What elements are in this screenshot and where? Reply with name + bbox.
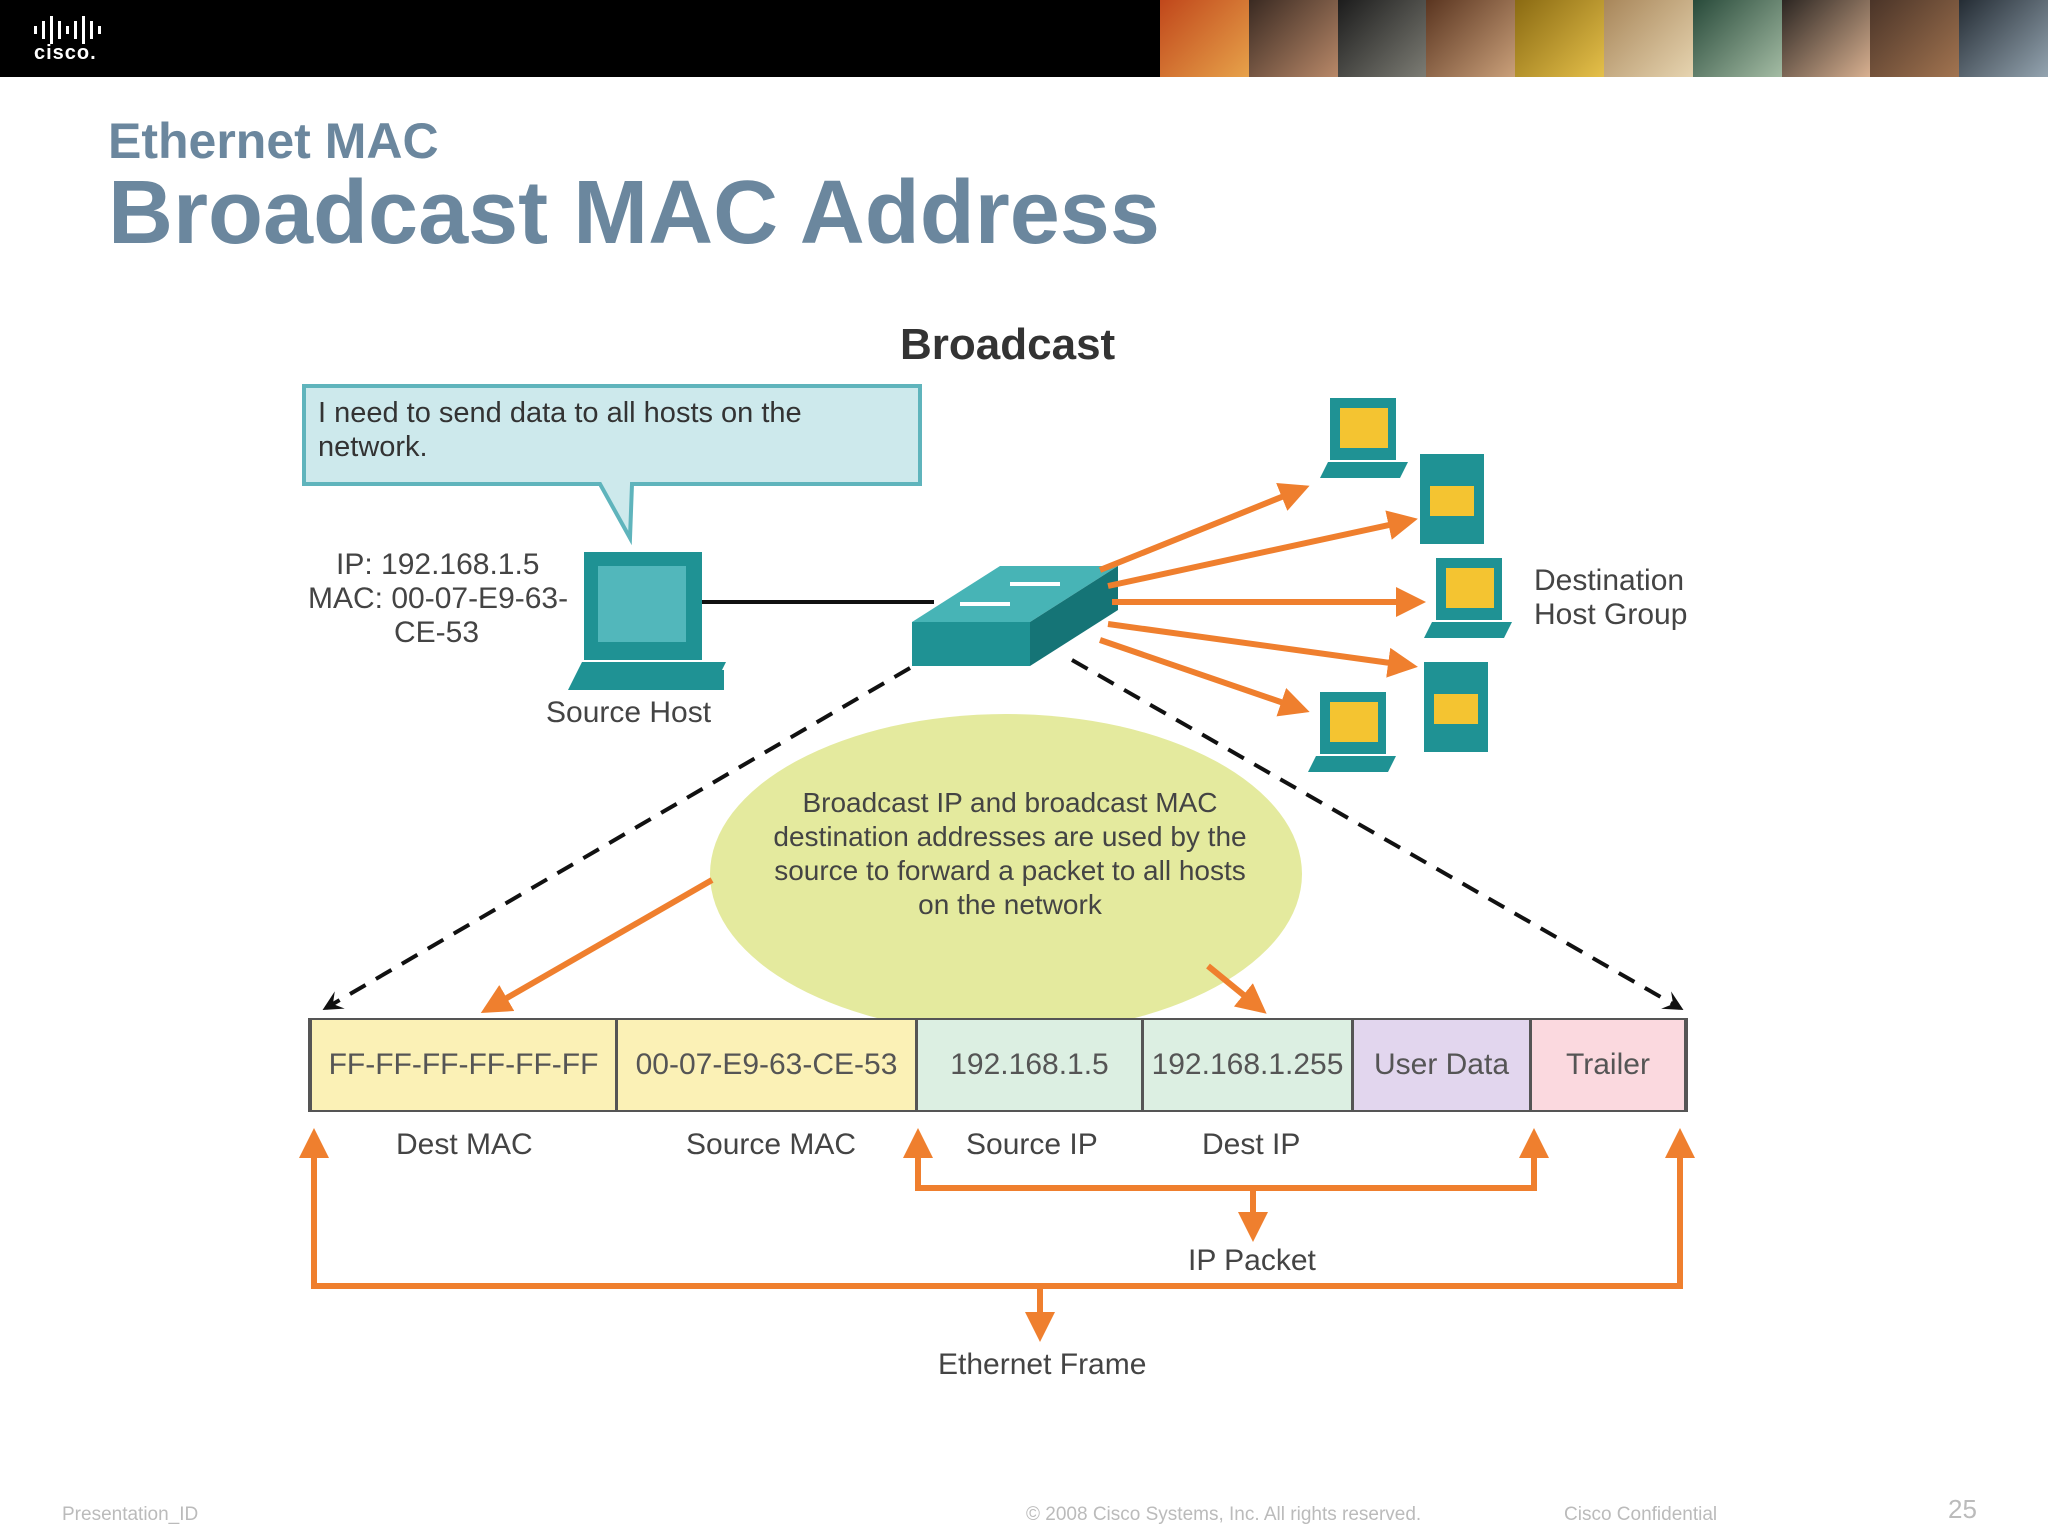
frame-field-value: User Data <box>1373 1048 1510 1081</box>
dest-ip-field-label: Dest IP <box>1202 1128 1301 1161</box>
footer-presentation-id: Presentation_ID <box>62 1504 199 1525</box>
header-photo <box>1248 0 1338 77</box>
slide-title: Broadcast MAC Address <box>108 163 1160 263</box>
desktop-icon <box>1424 558 1512 638</box>
frame-field-value: 192.168.1.255 <box>1151 1048 1344 1081</box>
diagram-heading: Broadcast <box>900 320 1116 369</box>
source-host-label: Source Host <box>546 696 712 729</box>
header-photo <box>1692 0 1782 77</box>
footer-confidential: Cisco Confidential <box>1564 1504 1718 1525</box>
frame-field-trailer: Trailer <box>1532 1020 1684 1110</box>
ellipse-arrows <box>480 877 1267 1014</box>
frame-field-value: 192.168.1.5 <box>950 1048 1109 1081</box>
header-bar: cisco. <box>0 0 2048 77</box>
header-photo <box>1870 0 1960 77</box>
frame-field-source-mac: 00-07-E9-63-CE-53 <box>618 1020 918 1110</box>
frame-field-user-data: User Data <box>1354 1020 1532 1110</box>
frame-field-dest-ip: 192.168.1.255 <box>1144 1020 1354 1110</box>
header-photo <box>1426 0 1516 77</box>
destination-label: Destination <box>1534 564 1685 597</box>
broadcast-arrows <box>1098 483 1426 717</box>
header-photo <box>1603 0 1693 77</box>
slide-subtitle: Ethernet MAC <box>108 113 439 169</box>
dashed-arrows <box>322 658 1684 1011</box>
ip-packet-bracket <box>903 1128 1549 1242</box>
dest-mac-label: Dest MAC <box>396 1128 533 1161</box>
host-group-label: Host Group <box>1534 598 1688 631</box>
header-photo <box>1515 0 1604 77</box>
frame-field-dest-mac: FF-FF-FF-FF-FF-FF <box>312 1020 618 1110</box>
footer-copyright: © 2008 Cisco Systems, Inc. All rights re… <box>1026 1504 1422 1525</box>
cisco-logo-icon <box>34 16 101 44</box>
server-icon <box>1420 454 1484 544</box>
source-host-icon <box>568 552 726 690</box>
header-photo <box>1959 0 2048 77</box>
server-icon <box>1424 662 1488 752</box>
frame-field-value: Trailer <box>1566 1048 1650 1081</box>
source-mac-label-cont: CE-53 <box>394 616 480 649</box>
source-ip-field-label: Source IP <box>966 1128 1098 1161</box>
ip-packet-label: IP Packet <box>1188 1244 1316 1277</box>
frame-field-value: FF-FF-FF-FF-FF-FF <box>328 1048 599 1081</box>
page-number: 25 <box>1948 1494 1977 1524</box>
cisco-wordmark: cisco. <box>34 42 97 64</box>
speech-bubble-text: I need to send data to all hosts on the … <box>318 397 802 463</box>
frame-field-value: 00-07-E9-63-CE-53 <box>635 1048 898 1081</box>
ethernet-frame-bracket <box>299 1128 1695 1342</box>
source-ip-label: IP: 192.168.1.5 <box>336 548 540 581</box>
switch-icon <box>912 566 1118 666</box>
header-photo <box>1337 0 1427 77</box>
destination-host-group-icons <box>1308 398 1512 772</box>
explanation-ellipse <box>710 714 1302 1034</box>
header-photo <box>1781 0 1871 77</box>
ellipse-explanation-text: Broadcast IP and broadcast MAC destinati… <box>773 787 1247 920</box>
speech-bubble <box>302 384 922 546</box>
frame-field-source-ip: 192.168.1.5 <box>918 1020 1144 1110</box>
desktop-icon <box>1320 398 1408 478</box>
source-mac-label: MAC: 00-07-E9-63- <box>308 582 569 615</box>
header-photo <box>1160 0 1249 77</box>
ethernet-frame-label: Ethernet Frame <box>938 1348 1147 1381</box>
desktop-icon <box>1308 692 1396 772</box>
header-photo-strip <box>1160 0 2048 77</box>
source-mac-field-label: Source MAC <box>686 1128 857 1161</box>
